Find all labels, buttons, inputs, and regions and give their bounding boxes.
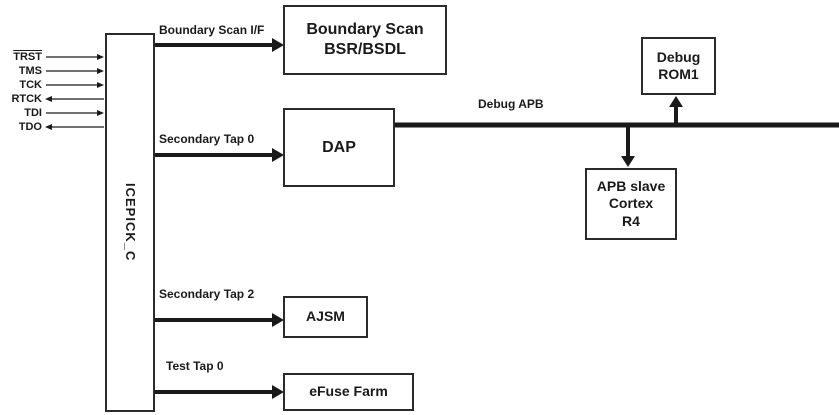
signal-label-tdo: TDO [18,121,42,133]
icepick-c-block: ICEPICK_C [105,33,155,412]
debug-rom1-label-line1: Debug [656,48,701,65]
signal-label-trst: TRST [13,51,42,63]
secondary-tap0-arrow [155,148,284,162]
signal-arrows [46,56,104,128]
ajsm-block: AJSM [283,296,368,338]
signal-label-tdi: TDI [24,107,42,119]
debug-rom-branch-arrow [669,96,683,127]
icepick-c-label: ICEPICK_C [123,183,139,262]
apb-slave-label-line1: APB slave [596,177,666,194]
dap-block: DAP [283,108,395,187]
boundary-scan-label-line1: Boundary Scan [306,21,424,38]
ajsm-label: AJSM [306,308,345,325]
apb-slave-cortex-r4-block: APB slave Cortex R4 [585,168,677,240]
apb-slave-label-line3: R4 [622,212,640,229]
debug-rom1-label-line2: ROM1 [658,66,699,82]
signal-label-tck: TCK [19,79,42,91]
boundary-scan-if-wire-label: Boundary Scan I/F [159,23,265,37]
debug-apb-wire-label: Debug APB [478,97,544,111]
test-tap0-wire-label: Test Tap 0 [166,359,224,373]
debug-rom1-block: Debug ROM1 [641,37,716,95]
boundary-scan-label-line2: BSR/BSDL [324,41,406,58]
signal-label-tms: TMS [18,65,42,77]
boundary-scan-arrow [155,38,284,52]
efuse-farm-label: eFuse Farm [309,383,388,400]
apb-slave-branch-arrow [621,123,635,167]
signal-arrowheads [45,54,104,130]
efuse-farm-block: eFuse Farm [283,373,414,411]
signal-label-rtck: RTCK [11,93,42,105]
apb-slave-label-line2: Cortex [608,195,654,212]
dap-label: DAP [322,138,356,156]
boundary-scan-block: Boundary Scan BSR/BSDL [283,5,447,75]
secondary-tap2-wire-label: Secondary Tap 2 [159,287,255,301]
test-tap0-arrow [155,385,284,399]
secondary-tap2-arrow [155,313,284,327]
secondary-tap0-wire-label: Secondary Tap 0 [159,132,255,146]
